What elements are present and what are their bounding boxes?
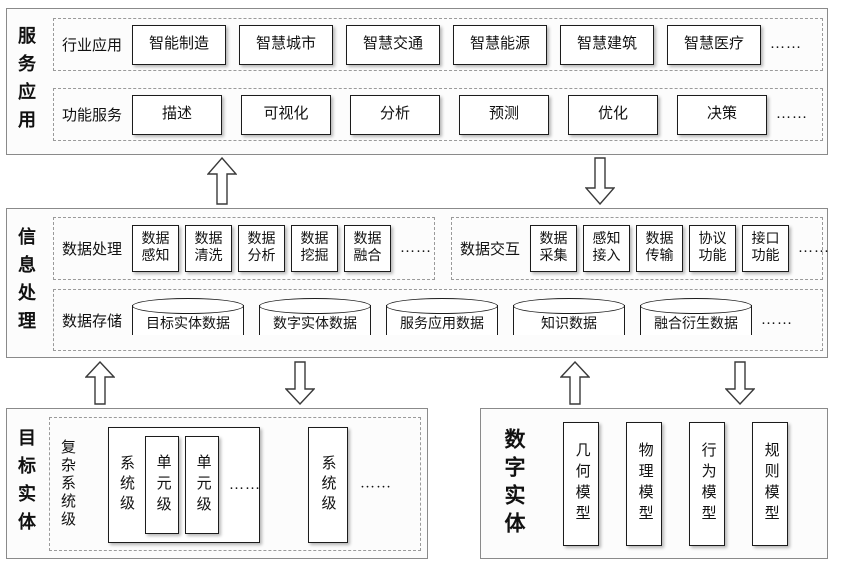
model-list: 几何模型物理模型行为模型规则模型 bbox=[563, 421, 788, 546]
function-service-box: 可视化 bbox=[241, 94, 332, 135]
database-cylinder: 目标实体数据 bbox=[132, 298, 245, 342]
data-interaction-group: 数据交互 数据采集感知接入数据传输协议功能接口功能 …… bbox=[451, 217, 829, 280]
data-processing-box: 数据分析 bbox=[238, 225, 286, 272]
industry-app-box: 智慧建筑 bbox=[560, 24, 655, 65]
complex-system-label: 复杂系统级 bbox=[59, 439, 75, 529]
unit-level-list: 单元级单元级 bbox=[145, 436, 219, 534]
data-interaction-label: 数据交互 bbox=[460, 242, 521, 258]
system-level-group-box: 系统级 单元级单元级 …… bbox=[108, 427, 260, 543]
unit-level-box: 单元级 bbox=[185, 436, 219, 534]
data-processing-box: 数据挖掘 bbox=[291, 225, 339, 272]
function-services-row: 功能服务 描述可视化分析预测优化决策 …… bbox=[53, 88, 823, 141]
database-label: 服务应用数据 bbox=[400, 316, 485, 332]
database-label: 知识数据 bbox=[541, 316, 598, 332]
database-label: 融合衍生数据 bbox=[654, 316, 739, 332]
function-service-box: 描述 bbox=[132, 94, 223, 135]
industry-apps-label: 行业应用 bbox=[62, 38, 123, 54]
ellipsis: …… bbox=[798, 240, 831, 256]
information-processing-layer: 信息处理 数据处理 数据感知数据清洗数据分析数据挖掘数据融合 …… 数据交互 数… bbox=[6, 208, 829, 358]
function-service-box: 分析 bbox=[350, 94, 441, 135]
service-application-layer: 服务应用 行业应用 智能制造智慧城市智慧交通智慧能源智慧建筑智慧医疗 …… 功能… bbox=[6, 8, 828, 155]
data-processing-group: 数据处理 数据感知数据清洗数据分析数据挖掘数据融合 …… bbox=[53, 217, 435, 280]
model-box: 行为模型 bbox=[689, 421, 725, 546]
system-level-box: 系统级 bbox=[308, 427, 348, 543]
system-level-label: 系统级 bbox=[319, 455, 336, 515]
arrow-down-icon bbox=[285, 361, 315, 405]
information-layer-label: 信息处理 bbox=[16, 227, 36, 339]
industry-apps-list: 智能制造智慧城市智慧交通智慧能源智慧建筑智慧医疗 bbox=[132, 24, 762, 65]
data-storage-list: 目标实体数据 数字实体数据 服务应用数据 知识数据 融合衍生数据 bbox=[132, 296, 753, 344]
industry-apps-row: 行业应用 智能制造智慧城市智慧交通智慧能源智慧建筑智慧医疗 …… bbox=[53, 18, 823, 71]
system-level-label: 系统级 bbox=[118, 455, 134, 515]
arrow-down-icon bbox=[585, 157, 615, 205]
digital-entity-label: 数字实体 bbox=[502, 427, 526, 540]
industry-app-box: 智慧交通 bbox=[346, 24, 441, 65]
data-interaction-box: 数据采集 bbox=[530, 225, 578, 272]
complex-system-group: 复杂系统级 系统级 单元级单元级 …… 系统级 …… bbox=[49, 417, 421, 551]
industry-app-box: 智慧医疗 bbox=[667, 24, 762, 65]
data-interaction-list: 数据采集感知接入数据传输协议功能接口功能 bbox=[530, 225, 790, 272]
database-cylinder: 服务应用数据 bbox=[386, 298, 499, 342]
industry-app-box: 智慧城市 bbox=[239, 24, 334, 65]
arrow-up-icon bbox=[85, 361, 115, 405]
ellipsis: …… bbox=[400, 240, 433, 256]
arrow-up-icon bbox=[560, 361, 590, 405]
ellipsis: …… bbox=[229, 476, 261, 493]
ellipsis: …… bbox=[776, 106, 809, 122]
ellipsis: …… bbox=[770, 36, 803, 52]
database-cylinder: 知识数据 bbox=[513, 298, 626, 342]
database-cylinder: 数字实体数据 bbox=[259, 298, 372, 342]
data-processing-box: 数据清洗 bbox=[185, 225, 233, 272]
data-processing-box: 数据感知 bbox=[132, 225, 180, 272]
model-box: 规则模型 bbox=[752, 421, 788, 546]
unit-level-box: 单元级 bbox=[145, 436, 179, 534]
function-service-box: 优化 bbox=[568, 94, 659, 135]
target-entity-label: 目标实体 bbox=[16, 427, 36, 540]
data-interaction-box: 感知接入 bbox=[583, 225, 631, 272]
target-entity-layer: 目标实体 复杂系统级 系统级 单元级单元级 …… 系统级 …… bbox=[6, 408, 428, 559]
arrow-down-icon bbox=[725, 361, 755, 405]
data-interaction-box: 接口功能 bbox=[742, 225, 790, 272]
data-interaction-box: 协议功能 bbox=[689, 225, 737, 272]
arrow-up-icon bbox=[207, 157, 237, 205]
digital-entity-layer: 数字实体 几何模型物理模型行为模型规则模型 bbox=[480, 408, 828, 559]
model-box: 几何模型 bbox=[563, 421, 599, 546]
database-label: 目标实体数据 bbox=[146, 316, 231, 332]
model-box: 物理模型 bbox=[626, 421, 662, 546]
database-cylinder: 融合衍生数据 bbox=[640, 298, 753, 342]
ellipsis: …… bbox=[761, 311, 794, 328]
database-label: 数字实体数据 bbox=[273, 316, 358, 332]
function-services-label: 功能服务 bbox=[62, 108, 123, 124]
data-processing-box: 数据融合 bbox=[344, 225, 392, 272]
function-services-list: 描述可视化分析预测优化决策 bbox=[132, 94, 768, 135]
data-interaction-box: 数据传输 bbox=[636, 225, 684, 272]
data-storage-group: 数据存储 目标实体数据 数字实体数据 服务应用数据 知识数据 融合衍生数据 …… bbox=[53, 289, 823, 351]
ellipsis: …… bbox=[360, 475, 392, 492]
function-service-box: 预测 bbox=[459, 94, 550, 135]
industry-app-box: 智慧能源 bbox=[453, 24, 548, 65]
function-service-box: 决策 bbox=[677, 94, 768, 135]
data-storage-label: 数据存储 bbox=[62, 313, 123, 330]
data-processing-list: 数据感知数据清洗数据分析数据挖掘数据融合 bbox=[132, 225, 392, 272]
industry-app-box: 智能制造 bbox=[132, 24, 227, 65]
service-layer-label: 服务应用 bbox=[16, 25, 36, 138]
data-processing-label: 数据处理 bbox=[62, 242, 123, 258]
